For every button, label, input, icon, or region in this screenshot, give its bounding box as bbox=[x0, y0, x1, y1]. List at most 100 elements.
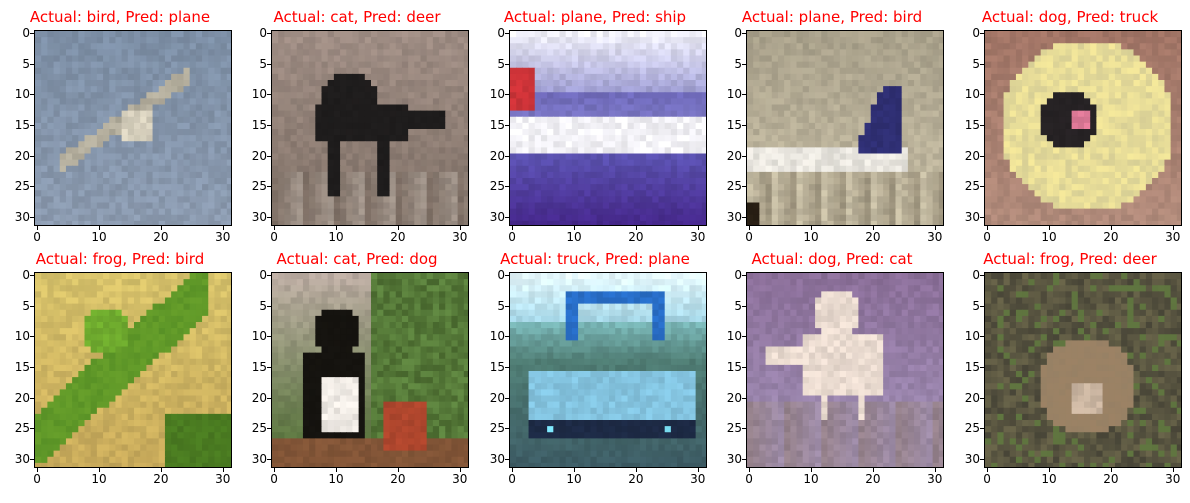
x-tick-label: 10 bbox=[566, 230, 582, 244]
x-tick-label: 0 bbox=[983, 472, 991, 486]
y-tick-label: 15 bbox=[251, 359, 267, 374]
x-tick-mark bbox=[37, 468, 39, 472]
x-tick-label: 0 bbox=[745, 230, 753, 244]
y-tick-label: 25 bbox=[726, 179, 742, 194]
y-tick-mark bbox=[742, 366, 746, 368]
y-tick-mark bbox=[742, 155, 746, 157]
y-tick-label: 5 bbox=[734, 56, 742, 71]
x-tick-label: 10 bbox=[803, 472, 819, 486]
y-tick-mark bbox=[742, 458, 746, 460]
y-tick-label: 10 bbox=[964, 329, 980, 344]
x-tick-mark bbox=[1110, 226, 1112, 230]
y-tick-label: 15 bbox=[14, 359, 30, 374]
y-tick-mark bbox=[505, 458, 509, 460]
y-tick-mark bbox=[505, 366, 509, 368]
image-axes bbox=[34, 30, 232, 226]
x-tick-mark bbox=[1048, 468, 1050, 472]
y-tick-label: 5 bbox=[734, 298, 742, 313]
y-tick-mark bbox=[742, 428, 746, 430]
y-tick-mark bbox=[30, 336, 34, 338]
x-tick-label: 30 bbox=[452, 472, 468, 486]
y-tick-label: 30 bbox=[489, 451, 505, 466]
y-tick-label: 20 bbox=[251, 148, 267, 163]
x-tick-mark bbox=[160, 468, 162, 472]
y-tick-mark bbox=[980, 428, 984, 430]
y-tick-mark bbox=[505, 124, 509, 126]
y-tick-label: 25 bbox=[964, 421, 980, 436]
y-tick-label: 10 bbox=[489, 87, 505, 102]
y-tick-mark bbox=[505, 305, 509, 307]
x-tick-label: 10 bbox=[1041, 472, 1057, 486]
x-tick-label: 30 bbox=[927, 472, 943, 486]
x-tick-mark bbox=[1172, 468, 1174, 472]
x-tick-mark bbox=[635, 226, 637, 230]
y-tick-mark bbox=[267, 155, 271, 157]
y-tick-label: 25 bbox=[14, 179, 30, 194]
y-tick-mark bbox=[30, 428, 34, 430]
image-axes bbox=[34, 272, 232, 468]
x-tick-label: 0 bbox=[33, 230, 41, 244]
y-tick-label: 5 bbox=[497, 298, 505, 313]
y-tick-mark bbox=[742, 94, 746, 96]
y-tick-label: 10 bbox=[489, 329, 505, 344]
x-tick-label: 20 bbox=[865, 230, 881, 244]
x-tick-mark bbox=[512, 468, 514, 472]
y-tick-label: 20 bbox=[489, 390, 505, 405]
x-tick-mark bbox=[397, 226, 399, 230]
y-tick-mark bbox=[267, 33, 271, 35]
y-tick-mark bbox=[505, 336, 509, 338]
y-tick-label: 30 bbox=[251, 451, 267, 466]
y-tick-mark bbox=[30, 458, 34, 460]
x-tick-label: 30 bbox=[1165, 230, 1181, 244]
y-tick-mark bbox=[267, 275, 271, 277]
y-tick-mark bbox=[742, 33, 746, 35]
x-tick-mark bbox=[1048, 226, 1050, 230]
pixel-image bbox=[35, 273, 231, 467]
x-tick-label: 10 bbox=[91, 230, 107, 244]
y-tick-mark bbox=[505, 428, 509, 430]
y-tick-label: 15 bbox=[964, 359, 980, 374]
pixel-image bbox=[272, 273, 468, 467]
y-tick-label: 25 bbox=[489, 179, 505, 194]
x-tick-mark bbox=[274, 226, 276, 230]
y-tick-mark bbox=[980, 33, 984, 35]
x-tick-label: 0 bbox=[745, 472, 753, 486]
y-tick-mark bbox=[742, 216, 746, 218]
image-axes bbox=[509, 272, 707, 468]
y-tick-mark bbox=[267, 186, 271, 188]
panel-title: Actual: truck, Pred: plane bbox=[500, 250, 690, 268]
y-tick-label: 25 bbox=[489, 421, 505, 436]
panel-title: Actual: frog, Pred: bird bbox=[35, 250, 205, 268]
y-tick-label: 0 bbox=[497, 268, 505, 283]
y-tick-label: 10 bbox=[251, 329, 267, 344]
y-tick-mark bbox=[267, 94, 271, 96]
x-tick-mark bbox=[635, 468, 637, 472]
y-tick-mark bbox=[505, 63, 509, 65]
x-tick-mark bbox=[37, 226, 39, 230]
y-tick-mark bbox=[980, 336, 984, 338]
y-tick-mark bbox=[980, 458, 984, 460]
panel-title: Actual: dog, Pred: cat bbox=[751, 250, 913, 268]
y-tick-mark bbox=[980, 124, 984, 126]
y-tick-label: 0 bbox=[259, 268, 267, 283]
x-tick-label: 20 bbox=[1103, 472, 1119, 486]
y-tick-label: 15 bbox=[251, 117, 267, 132]
y-tick-mark bbox=[980, 155, 984, 157]
image-axes bbox=[746, 272, 944, 468]
pixel-image bbox=[747, 273, 943, 467]
y-tick-label: 20 bbox=[14, 390, 30, 405]
x-tick-mark bbox=[1172, 226, 1174, 230]
y-tick-mark bbox=[30, 94, 34, 96]
y-tick-mark bbox=[30, 216, 34, 218]
x-tick-mark bbox=[987, 226, 989, 230]
y-tick-label: 15 bbox=[14, 117, 30, 132]
x-tick-label: 0 bbox=[33, 472, 41, 486]
y-tick-mark bbox=[30, 366, 34, 368]
y-tick-label: 10 bbox=[964, 87, 980, 102]
panel-title: Actual: dog, Pred: truck bbox=[981, 8, 1159, 26]
x-tick-label: 20 bbox=[153, 230, 169, 244]
